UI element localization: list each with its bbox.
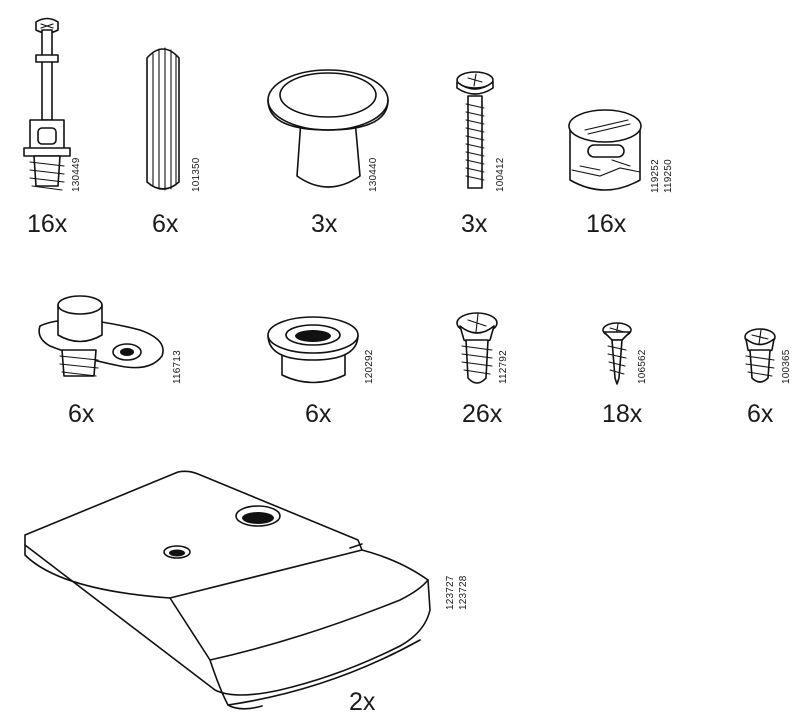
screw-short-illustration [744,328,776,383]
part-number: 120292 [364,349,375,384]
part-number: 100412 [495,157,506,192]
quantity-label: 16x [586,210,627,238]
shelf-support-illustration [38,295,164,377]
screw-large-illustration [456,312,498,384]
screw-small-illustration [602,322,632,385]
part-number: 130440 [368,157,379,192]
quantity-label: 16x [27,210,68,238]
quantity-label: 6x [152,210,179,238]
quantity-label: 18x [602,400,643,428]
grommet-illustration [267,316,359,384]
quantity-label: 2x [349,688,376,716]
part-number: 112792 [498,350,509,384]
part-number: 119252 [650,159,661,193]
bolt-illustration [456,71,494,189]
quantity-label: 3x [311,210,338,238]
part-number: 101350 [191,157,202,192]
part-number: 130449 [71,157,82,192]
quantity-label: 26x [462,400,503,428]
quantity-label: 6x [305,400,332,428]
cam-lock-illustration [568,109,642,191]
part-number: 123727 [445,575,456,610]
part-number: 106562 [637,349,648,384]
knob-illustration [267,69,389,188]
dowel-illustration [146,47,180,191]
part-number: 116713 [172,350,183,384]
quantity-label: 6x [747,400,774,428]
bracket-block-illustration [24,470,431,710]
quantity-label: 6x [68,400,95,428]
cam-bolt-illustration [23,17,71,191]
part-number: 119250 [663,159,674,193]
part-number: 100365 [781,349,792,384]
part-number: 123728 [458,575,469,610]
quantity-label: 3x [461,210,488,238]
